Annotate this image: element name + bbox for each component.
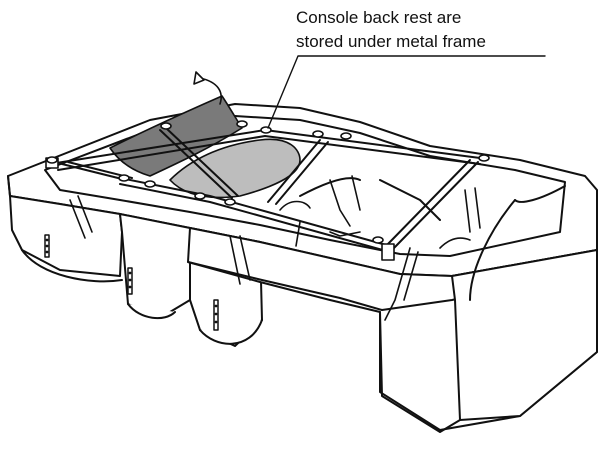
console-left-leg xyxy=(119,213,191,319)
callout-line-1: Console back rest are xyxy=(296,8,462,27)
callout-label: Console back rest are stored under metal… xyxy=(296,6,596,54)
callout-leader xyxy=(267,55,546,129)
frame-bolts xyxy=(46,120,490,244)
lift-arrow-head xyxy=(193,71,205,85)
frame-bracket-right xyxy=(381,243,395,261)
mounting-rail-holes xyxy=(44,234,219,331)
console-right-hull xyxy=(451,249,598,421)
callout-line-2: stored under metal frame xyxy=(296,32,486,51)
console-left-side xyxy=(7,175,123,277)
internal-brackets xyxy=(69,175,481,321)
